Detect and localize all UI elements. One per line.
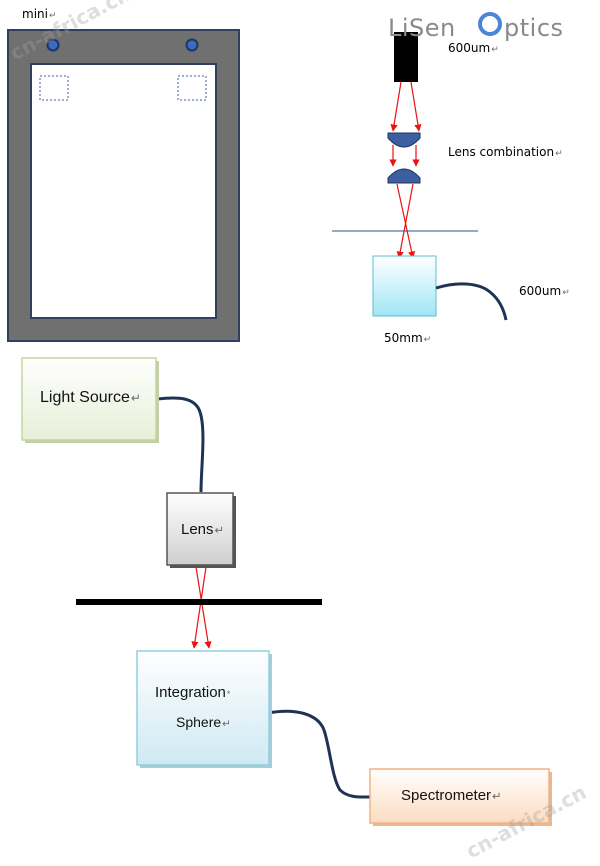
device-mount-hole-left bbox=[46, 38, 60, 52]
distance-label: 50mm↵ bbox=[384, 331, 431, 345]
fiber-head bbox=[394, 32, 418, 82]
cable-light-source-to-lens bbox=[156, 396, 205, 493]
paragraph-mark-icon: ↵ bbox=[130, 391, 141, 405]
logo-text-lisen: LiSen bbox=[388, 14, 456, 42]
sphere-label-line1: Integration* bbox=[155, 684, 230, 701]
device-label: mini↵ bbox=[22, 7, 57, 21]
mini-device bbox=[7, 29, 240, 342]
paragraph-mark-icon: ↵ bbox=[555, 149, 563, 159]
distance-label-text: 50mm bbox=[384, 331, 423, 345]
fiber-right-label-text: 600um bbox=[519, 284, 562, 298]
paragraph-mark-icon: ↵ bbox=[562, 288, 570, 298]
fiber-cable-right bbox=[435, 282, 508, 321]
cable-sphere-to-spectrometer bbox=[267, 709, 371, 799]
lens-label-text: Lens bbox=[181, 521, 214, 538]
lens-box bbox=[166, 492, 234, 566]
beam-ray bbox=[195, 566, 212, 649]
beam-ray bbox=[396, 183, 416, 259]
sphere-label-line1-text: Integration bbox=[155, 684, 226, 701]
fiber-top-label: 600um↵ bbox=[448, 41, 499, 55]
logo-text-optics: ptics bbox=[504, 14, 564, 42]
spectrometer-label: Spectrometer↵ bbox=[401, 787, 501, 804]
integrating-cube bbox=[372, 255, 437, 317]
spectrometer-label-text: Spectrometer bbox=[401, 787, 492, 804]
lens-element-lower bbox=[387, 168, 421, 184]
lens-combination-label: Lens combination↵ bbox=[448, 145, 563, 159]
device-sensor-window-right bbox=[177, 75, 207, 101]
device-label-text: mini bbox=[22, 7, 48, 21]
beam-ray bbox=[410, 81, 422, 132]
fiber-right-label: 600um↵ bbox=[519, 284, 570, 298]
paragraph-mark-icon: ↵ bbox=[491, 45, 499, 55]
logo-ring-icon bbox=[478, 12, 502, 36]
paragraph-mark-icon: ↵ bbox=[222, 718, 231, 730]
lens-combination-label-text: Lens combination bbox=[448, 145, 555, 159]
measurement-setup bbox=[21, 357, 552, 826]
paragraph-mark-icon: ↵ bbox=[214, 525, 224, 537]
light-source-label: Light Source↵ bbox=[40, 389, 141, 407]
beam-ray bbox=[390, 81, 402, 132]
fiber-top-label-text: 600um bbox=[448, 41, 491, 55]
lens-element-upper bbox=[387, 132, 421, 148]
paragraph-mark-icon: ↵ bbox=[492, 791, 502, 803]
light-source-label-text: Light Source bbox=[40, 389, 130, 406]
device-sensor-window-left bbox=[39, 75, 69, 101]
sphere-label-line2: Sphere↵ bbox=[176, 714, 231, 730]
beam-ray bbox=[396, 183, 414, 259]
spectrometer-box bbox=[369, 768, 550, 824]
beam-ray bbox=[191, 566, 207, 649]
lisen-optics-logo: LiSen ptics bbox=[388, 6, 588, 46]
paragraph-mark-icon: ↵ bbox=[423, 335, 432, 345]
sphere-label-line2-text: Sphere bbox=[176, 714, 222, 730]
sample-plane-bar bbox=[76, 599, 322, 605]
integration-sphere-box bbox=[136, 650, 270, 766]
paragraph-mark-icon: ↵ bbox=[48, 11, 57, 21]
device-mount-hole-right bbox=[185, 38, 199, 52]
light-source-box bbox=[21, 357, 157, 441]
device-screen bbox=[30, 63, 217, 319]
lens-label: Lens↵ bbox=[181, 521, 224, 538]
fiber-optics-schematic bbox=[332, 32, 508, 321]
paragraph-mark-icon: * bbox=[226, 689, 231, 699]
